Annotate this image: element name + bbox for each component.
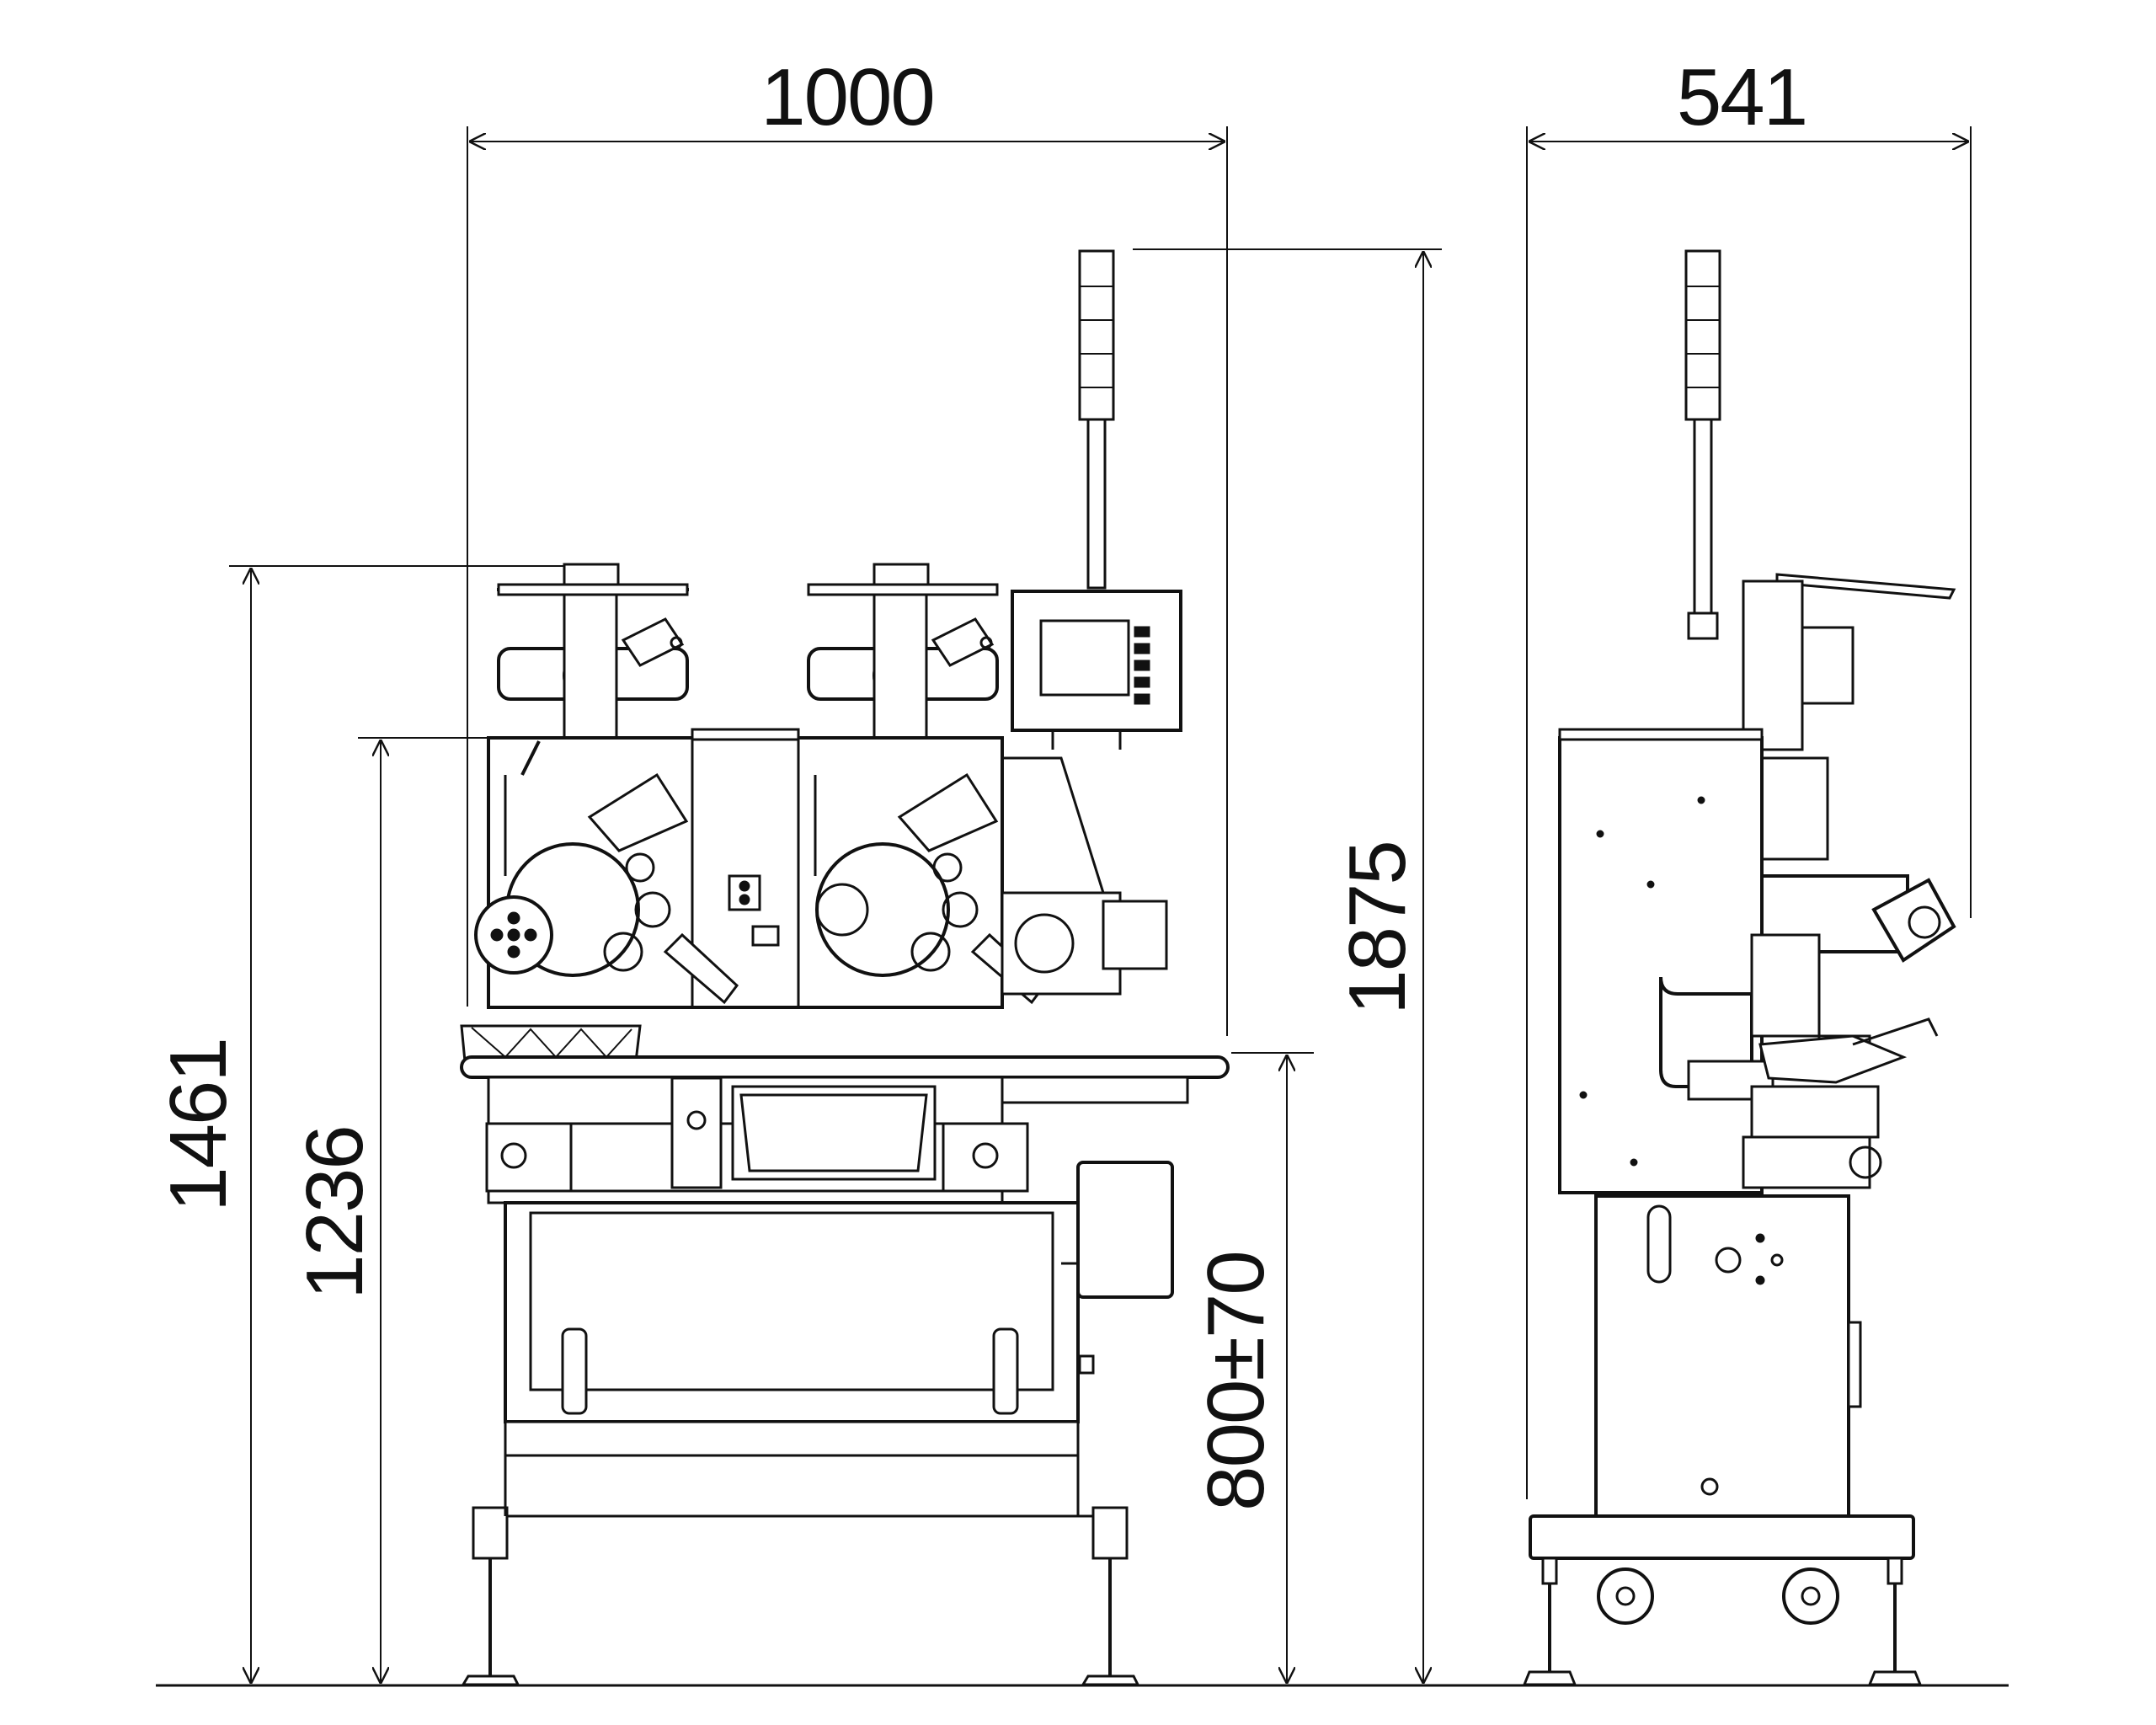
dim-height-1461: 1461 (153, 565, 573, 1684)
dim-height-1461-label: 1461 (153, 1039, 243, 1212)
dim-table-height-label: 800±70 (1191, 1252, 1281, 1511)
side-view (1522, 249, 1956, 1686)
dim-front-width: 1000 (467, 52, 1228, 1036)
side-signal-tower (1684, 249, 1721, 640)
main-housing (474, 728, 1168, 1009)
front-legs (461, 1455, 1140, 1686)
dim-side-width-label: 541 (1677, 52, 1806, 142)
signal-tower (1078, 249, 1115, 590)
dim-table-height: 800±70 (1191, 1052, 1314, 1684)
side-body (1558, 728, 1939, 1194)
dim-height-1236-label: 1236 (290, 1126, 380, 1300)
touch-panel (1011, 590, 1182, 750)
dim-total-height-label: 1875 (1332, 841, 1422, 1015)
dim-total-height: 1875 (1133, 248, 1442, 1684)
conveyor (460, 1024, 1230, 1204)
dim-height-1236: 1236 (290, 737, 488, 1684)
side-cabinet (1594, 1194, 1862, 1518)
label-head-left (497, 563, 689, 790)
cabinet (504, 1161, 1174, 1457)
dim-front-width-label: 1000 (760, 52, 934, 142)
side-base (1522, 1514, 1923, 1686)
dim-side-width: 541 (1526, 52, 1972, 1499)
front-view (460, 249, 1230, 1686)
